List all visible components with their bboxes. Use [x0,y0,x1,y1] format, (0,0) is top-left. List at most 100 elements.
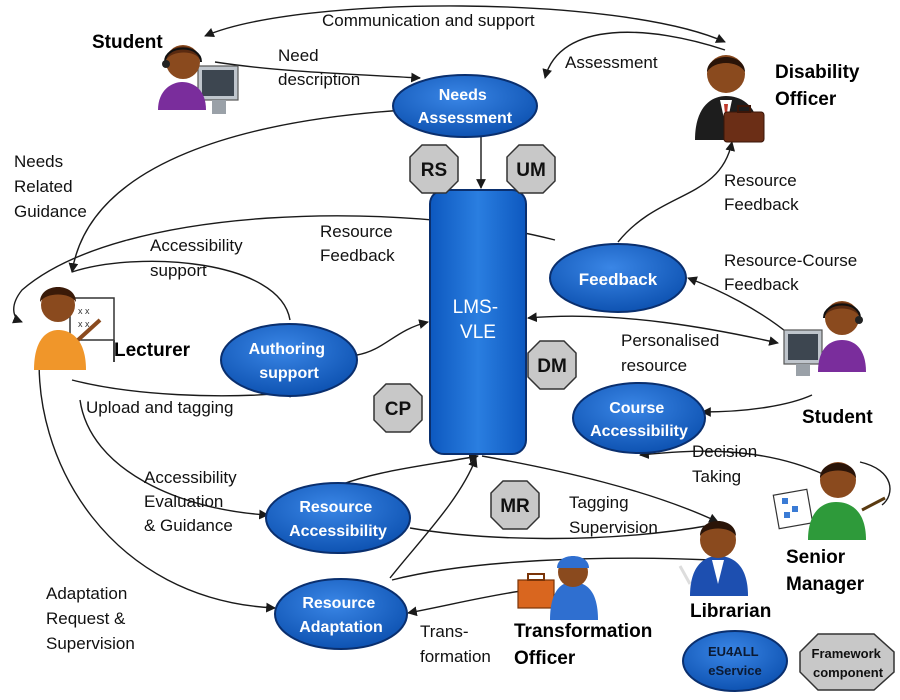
disability-officer-line-1: Disability [775,62,860,83]
label-need-description: Need description [278,46,360,89]
edge-senior-loop [859,461,891,506]
svg-text:Framework component: Framework component [812,646,885,680]
personalised-resource-line-1: Personalised [621,331,719,350]
label-needs-related-guidance: Needs Related Guidance [14,152,87,221]
accessibility-support-line-1: Accessibility [150,236,243,255]
edge-tagging-supervision [409,524,713,540]
course-accessibility-node[interactable]: Course Accessibility [572,382,706,454]
needs-related-guidance-line-2: Related [14,177,73,196]
resource-adaptation-line-1: Resource [302,595,375,612]
edge-lms-student [527,312,779,346]
eu4all-eservice-node[interactable]: EU4ALL eService [682,630,788,692]
label-resource-course-feedback: Resource-Course Feedback [724,251,862,294]
framework-line-1: Framework [812,646,882,661]
adaptation-request-line-3: Supervision [46,634,135,653]
accessibility-evaluation-line-3: & Guidance [144,516,233,535]
needs-assessment-node[interactable]: Needs Assessment [392,74,538,138]
label-accessibility-evaluation: Accessibility Evaluation & Guidance [144,468,241,535]
svg-text:Course Accessibility: Course Accessibility [590,400,688,440]
actor-disability-officer: Disability Officer [775,62,865,110]
feedback-label: Feedback [579,270,658,289]
edge-student-feedback [687,276,791,336]
needs-assessment-line-1: Needs [439,87,487,104]
resource-accessibility-line-2: Accessibility [289,523,387,540]
lms-vle-line-1: LMS- [453,297,498,318]
resource-feedback-center-line-1: Resource [320,222,393,241]
resource-adaptation-node[interactable]: Resource Adaptation [274,578,408,650]
transformation-line-2: formation [420,647,491,666]
authoring-support-node[interactable]: Authoring support [220,323,358,397]
resource-course-feedback-line-2: Feedback [724,275,799,294]
connectors [11,5,891,617]
feedback-node[interactable]: Feedback [549,243,687,313]
accessibility-evaluation-line-2: Evaluation [144,492,223,511]
course-accessibility-line-2: Accessibility [590,423,688,440]
component-mr: MR [490,480,540,530]
decision-taking-line-1: Decision [692,442,757,461]
dm-label: DM [537,356,567,377]
edge-communication-support [204,5,726,43]
cp-label: CP [385,399,412,420]
edge-needs-related-guidance [68,109,406,273]
label-resource-feedback-right: Resource Feedback [724,171,802,214]
component-rs: RS [409,144,459,194]
label-communication-support: Communication and support [322,11,535,30]
component-cp: CP [373,383,423,433]
senior-manager-line-1: Senior [786,547,846,568]
svg-text:x x: x x [78,306,90,316]
component-dm: DM [527,340,577,390]
decision-taking-line-2: Taking [692,467,741,486]
senior-manager-line-2: Manager [786,574,865,595]
svg-text:Resource Adaptation: Resource Adaptation [299,595,383,636]
label-adaptation-request: Adaptation Request & Supervision [46,584,135,653]
rs-label: RS [421,160,447,181]
accessibility-support-line-2: support [150,261,207,280]
actor-senior-manager: Senior Manager [786,547,865,595]
svg-text:x x: x x [78,319,90,329]
label-tagging-supervision: Tagging Supervision [569,493,658,537]
label-assessment: Assessment [565,53,658,72]
edge-transformation [407,586,529,617]
svg-text:LMS- VLE: LMS- VLE [453,297,504,343]
actor-student-right: Student [802,407,873,428]
lms-vle-line-2: VLE [460,322,496,343]
svg-text:EU4ALL eService: EU4ALL eService [708,644,762,678]
senior-manager-icon [772,462,886,540]
lms-vle-node[interactable]: LMS- VLE [429,189,527,455]
edge-authoring-to-lms [356,319,429,356]
edge-evaluation [79,399,269,520]
edge-adaptation-to-lms [389,457,478,579]
eu4all-line-2: eService [708,663,762,678]
edge-resacc-to-lms [339,452,479,486]
resource-feedback-right-line-1: Resource [724,171,797,190]
edge-course-student [701,394,813,417]
legend-framework-component: Framework component [799,633,895,691]
resource-adaptation-line-2: Adaptation [299,619,383,636]
svg-text:Needs Assessment: Needs Assessment [418,87,513,127]
student-top-icon [158,45,239,114]
adaptation-request-line-2: Request & [46,609,126,628]
component-um: UM [506,144,556,194]
transformation-officer-line-1: Transformation [514,621,652,642]
tagging-supervision-line-2: Supervision [569,518,658,537]
actor-transformation-officer: Transformation Officer [514,621,658,669]
needs-related-guidance-line-3: Guidance [14,202,87,221]
actor-librarian: Librarian [690,601,771,622]
edge-decision-taking [639,449,826,476]
label-personalised-resource: Personalised resource [621,331,724,375]
edge-adaptation-request [38,344,276,613]
framework-line-2: component [813,665,884,680]
svg-text:Feedback: Feedback [579,270,658,289]
needs-assessment-line-2: Assessment [418,110,513,127]
svg-text:Resource Accessibility: Resource Accessibility [289,499,387,540]
actor-lecturer: Lecturer [114,340,191,361]
transformation-officer-icon [517,556,598,620]
course-accessibility-line-1: Course [609,400,664,417]
resource-accessibility-node[interactable]: Resource Accessibility [265,482,411,554]
edge-lms-librarian [481,455,719,523]
label-decision-taking: Decision Taking [692,442,762,486]
authoring-support-line-1: Authoring [249,341,325,358]
needs-related-guidance-line-1: Needs [14,152,63,171]
need-description-line-1: Need [278,46,319,65]
